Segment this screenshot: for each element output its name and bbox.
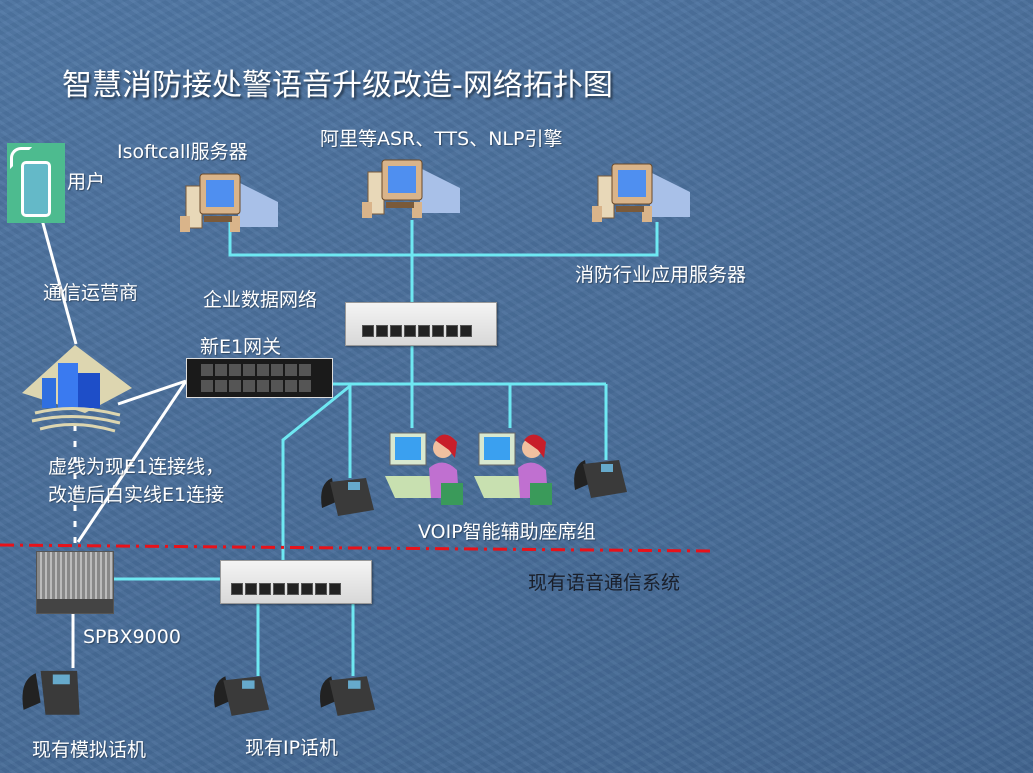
carrier-building-icon (22, 345, 132, 433)
ip-phone-icon (319, 676, 376, 716)
ip-phone-icon (574, 460, 627, 498)
ip-phone-icon (321, 478, 374, 516)
mobile-phone-icon (7, 143, 65, 223)
fire-app-server-icon (592, 163, 690, 222)
label-spbx: SPBX9000 (83, 626, 181, 648)
label-isoftcall: Isoftcall服务器 (117, 141, 248, 163)
link-carrier-gateway (117, 379, 187, 406)
isoftcall-server-icon (180, 173, 278, 232)
link-gateway-spbx (76, 380, 188, 543)
spbx-chassis-icon (36, 551, 114, 614)
ip-phone-icon (213, 676, 270, 716)
link-isoftcall (228, 222, 659, 257)
label-asr: 阿里等ASR、TTS、NLP引擎 (320, 128, 563, 150)
label-analog-phone: 现有模拟话机 (32, 739, 147, 761)
boundary-line (0, 543, 711, 553)
agent-operator-icon (474, 432, 552, 505)
agent-operator-icon (385, 432, 463, 505)
label-enterprise-net: 企业数据网络 (203, 289, 318, 311)
label-fire-app: 消防行业应用服务器 (575, 264, 747, 286)
access-switch-icon (220, 560, 372, 604)
analog-phone-icon (22, 670, 80, 715)
label-existing-system: 现有语音通信系统 (528, 572, 681, 594)
asr-server-icon (362, 159, 460, 218)
label-ip-phone: 现有IP话机 (245, 737, 339, 759)
label-note-line2: 改造后白实线E1连接 (48, 484, 225, 506)
link-to-lower-switch (281, 384, 351, 560)
link-user-carrier (36, 204, 78, 345)
label-carrier: 通信运营商 (43, 282, 139, 304)
label-note-line1: 虚线为现E1连接线， (48, 456, 225, 478)
label-e1-gateway: 新E1网关 (200, 336, 282, 358)
enterprise-switch-icon (345, 302, 497, 346)
label-user: 用户 (67, 171, 106, 193)
label-voip-group: VOIP智能辅助座席组 (418, 521, 596, 543)
e1-gateway-icon (186, 358, 333, 398)
page-title: 智慧消防接处警语音升级改造-网络拓扑图 (62, 68, 613, 103)
